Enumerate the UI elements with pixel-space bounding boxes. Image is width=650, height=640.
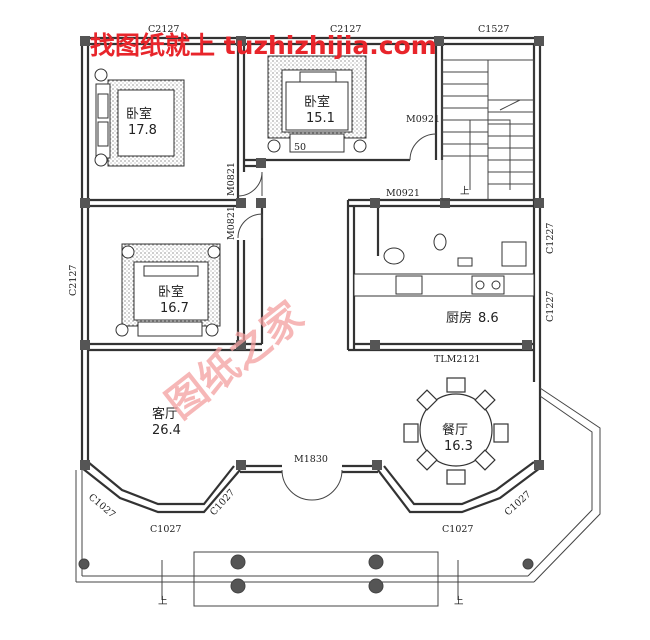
room-dining-name: 餐厅 — [442, 422, 468, 438]
code-c1527: C1527 — [478, 24, 509, 35]
dining-table — [403, 377, 509, 485]
mark-up-stair: 上 — [460, 186, 470, 197]
bed-w — [115, 243, 221, 337]
code-c2127-side: C2127 — [68, 265, 79, 296]
room-dining-area: 16.3 — [444, 439, 473, 454]
room-living-name: 客厅 — [152, 406, 178, 422]
code-m0921-b: M0921 — [386, 188, 420, 199]
doors — [237, 133, 437, 501]
code-m1830: M1830 — [294, 454, 328, 465]
watermark-top: 找图纸就上 tuzhizhijia.com — [90, 31, 437, 60]
code-tlm2121: TLM2121 — [434, 354, 481, 365]
mark-fifty: 50 — [294, 142, 306, 153]
code-c1227-a: C1227 — [545, 223, 556, 254]
room-bedroom-nw-area: 17.8 — [128, 123, 157, 138]
mark-up-right: 上 — [454, 596, 464, 607]
room-kitchen-area: 8.6 — [478, 311, 499, 326]
room-bedroom-w-area: 16.7 — [160, 301, 189, 316]
kitchen-fixtures — [353, 233, 535, 297]
code-c2127-a: C2127 — [148, 24, 179, 35]
staircase — [441, 59, 535, 201]
room-kitchen-name: 厨房 — [446, 310, 472, 326]
code-c1027-d: C1027 — [442, 524, 473, 535]
code-c2127-b: C2127 — [330, 24, 361, 35]
room-living-area: 26.4 — [152, 423, 181, 438]
mark-up-left: 上 — [158, 596, 168, 607]
room-bedroom-nw-name: 卧室 — [126, 106, 152, 122]
code-m0821-b: M0821 — [226, 206, 237, 240]
columns — [80, 36, 544, 470]
room-bedroom-n-area: 15.1 — [306, 111, 335, 126]
code-m0921-a: M0921 — [406, 114, 440, 125]
code-c1027-a: C1027 — [86, 492, 117, 521]
code-c1227-b: C1227 — [545, 291, 556, 322]
code-m0821-a: M0821 — [226, 162, 237, 196]
bed-nw — [94, 68, 185, 167]
porch — [75, 387, 601, 607]
code-c1027-c: C1027 — [150, 524, 181, 535]
room-bedroom-w-name: 卧室 — [158, 284, 184, 300]
room-bedroom-n-name: 卧室 — [304, 94, 330, 110]
bed-n — [267, 55, 367, 153]
